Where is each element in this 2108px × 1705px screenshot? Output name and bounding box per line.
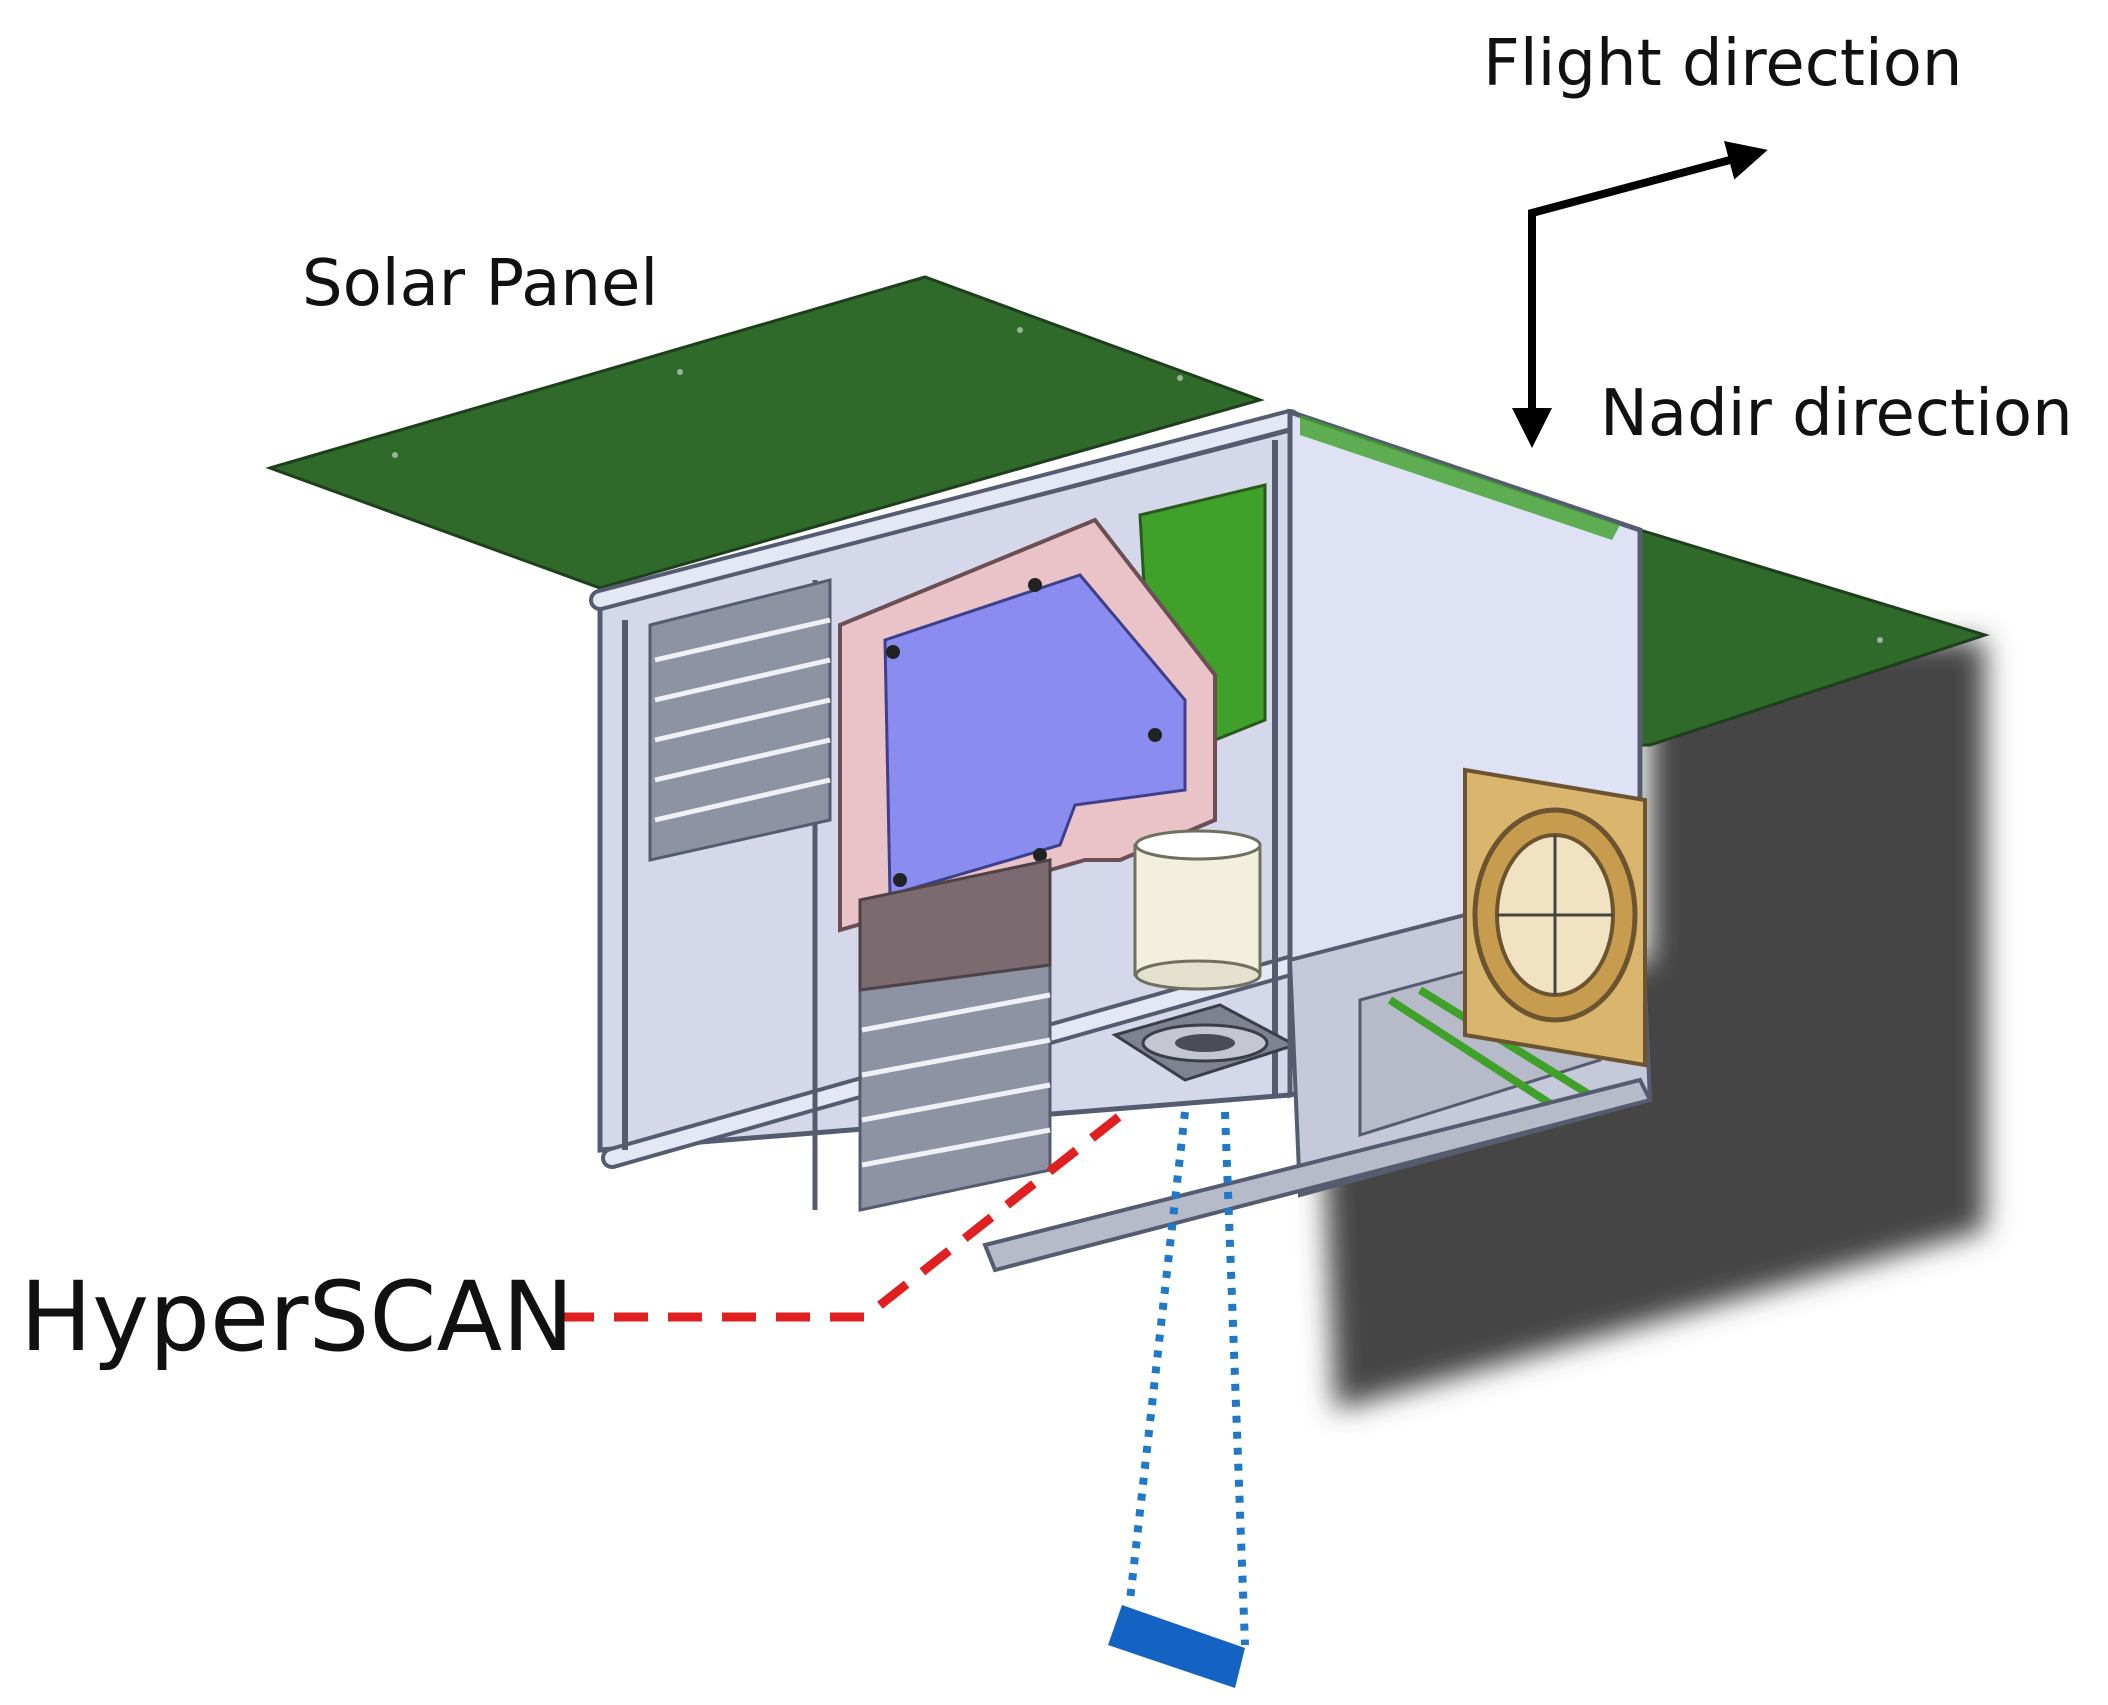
label-flight-direction: Flight direction: [1483, 27, 1962, 101]
instrument-tray: [858, 858, 1052, 992]
bottom-plate: [982, 1077, 1653, 1273]
optics-barrel: [1133, 829, 1262, 991]
solar-panel-left-wing: [265, 275, 1265, 590]
internal-board-stack-upper: [648, 578, 832, 862]
ground-footprint: [1108, 1605, 1245, 1688]
fov-line-left: [1126, 1111, 1189, 1601]
internal-board-stack-lower: [858, 958, 1052, 1212]
label-hyperscan: HyperSCAN: [20, 1261, 574, 1373]
label-solar-panel: Solar Panel: [302, 247, 658, 321]
direction-arrows: [1512, 140, 1768, 448]
satellite-body: [589, 408, 1653, 1273]
label-nadir-direction: Nadir direction: [1600, 377, 2073, 451]
satellite-shadow: [1320, 640, 1985, 1410]
side-camera-port: [1463, 767, 1647, 1068]
hyperscan-field-of-view: [1108, 1111, 1249, 1688]
